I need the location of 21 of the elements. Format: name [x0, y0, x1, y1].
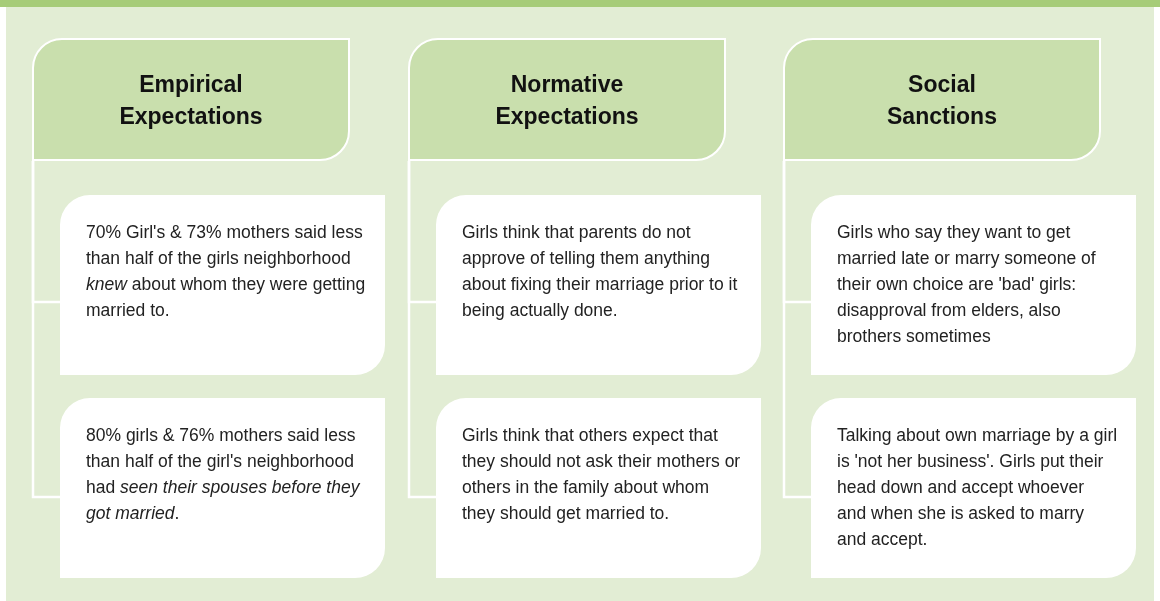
- category-header: [32, 38, 350, 161]
- text-card: [60, 398, 385, 578]
- text-card: [60, 195, 385, 375]
- connector-line: [407, 161, 436, 499]
- category-header: [783, 38, 1101, 161]
- card-text: Girls who say they want to get married late or marry someone of their own choice are 'bad' girls: disapproval from elders, also brothers sometimes: [837, 221, 1097, 348]
- category-header: [408, 38, 726, 161]
- card-text: 80% girls & 76% mothers said less than half of the girl's neighborhood had seen their spouses before they got married.: [86, 424, 361, 525]
- card-text: 70% Girl's & 73% mothers said less than half of the girls neighborhood knew about whom they were getting married to.: [86, 221, 367, 322]
- text-card: [436, 195, 761, 375]
- card-text: Girls think that parents do not approve of telling them anything about fixing their marriage prior to it being actually done.: [462, 221, 739, 322]
- card-text: Talking about own marriage by a girl is 'not her business'. Girls put their head down and accept whoever and when she is asked to marry and accept.: [837, 424, 1118, 551]
- header-title: Normative Expectations: [494, 69, 640, 131]
- text-card: [811, 398, 1136, 578]
- text-card: [811, 195, 1136, 375]
- text-card: [436, 398, 761, 578]
- header-title: Social Sanctions: [886, 69, 998, 131]
- connector-line: [782, 161, 811, 499]
- connector-line: [31, 161, 60, 499]
- header-title: Empirical Expectations: [118, 69, 264, 131]
- card-text: Girls think that others expect that they should not ask their mothers or others in the family about whom they should get married to.: [462, 424, 742, 525]
